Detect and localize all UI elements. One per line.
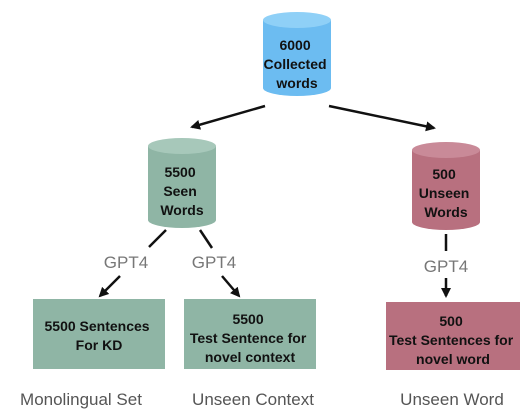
seen-to-gpt4-middle-line bbox=[198, 229, 214, 249]
seen-words-cylinder-body bbox=[148, 146, 216, 228]
gpt4-middle-to-novel-context-arrow bbox=[221, 275, 241, 298]
unseen-words-cylinder: 500 Unseen Words bbox=[412, 142, 480, 230]
gpt4-left-label: GPT4 bbox=[104, 253, 148, 272]
svg-text:6000 Collected wor: 6000 Collected words bbox=[264, 37, 331, 91]
collected-to-seen-arrow bbox=[190, 104, 266, 130]
svg-text:5500 Test Sentence for: 5500 Test Sentence for novel context bbox=[190, 311, 310, 365]
unseen-words-line-3: Words bbox=[424, 204, 468, 220]
seen-words-line-1: 5500 bbox=[164, 164, 195, 180]
novel-word-line-2: Test Sentences for bbox=[389, 332, 514, 348]
collected-words-cylinder-body bbox=[263, 20, 331, 96]
novel-context-line-2: Test Sentence for bbox=[190, 330, 307, 346]
monolingual-sentences-line-2: For KD bbox=[76, 337, 123, 353]
seen-to-gpt4-left-line bbox=[148, 229, 167, 248]
collected-words-line-3: words bbox=[275, 75, 317, 91]
seen-words-line-2: Seen bbox=[163, 183, 196, 199]
monolingual-sentences-line-1: 5500 Sentences bbox=[45, 318, 150, 334]
svg-text:500 Test Sentences for: 500 Test Sentences for novel word bbox=[389, 313, 517, 367]
novel-context-box-bg bbox=[184, 299, 316, 369]
monolingual-sentences-box-bg bbox=[33, 299, 165, 369]
unseen-words-cylinder-top bbox=[412, 142, 480, 158]
seen-words-cylinder: 5500 Seen Words bbox=[148, 138, 216, 228]
collected-words-line-2: Collected bbox=[264, 56, 327, 72]
novel-word-box-bg bbox=[386, 302, 520, 370]
collected-words-line-1: 6000 bbox=[279, 37, 310, 53]
novel-word-line-1: 500 bbox=[439, 313, 463, 329]
caption-monolingual-set: Monolingual Set bbox=[20, 390, 142, 409]
unseen-words-cylinder-body bbox=[412, 150, 480, 230]
svg-text:500 Unseen Words: 500 Unseen Words bbox=[419, 166, 473, 220]
caption-unseen-context: Unseen Context bbox=[192, 390, 314, 409]
svg-text:5500 Seen Words: 5500 Seen Words bbox=[160, 164, 204, 218]
gpt4-middle-label: GPT4 bbox=[192, 253, 236, 272]
seen-words-cylinder-top bbox=[148, 138, 216, 154]
collected-to-unseen-arrow bbox=[328, 104, 436, 132]
novel-context-box: 5500 Test Sentence for novel context bbox=[184, 299, 316, 369]
novel-word-box: 500 Test Sentences for novel word bbox=[386, 302, 520, 370]
seen-words-line-3: Words bbox=[160, 202, 204, 218]
novel-context-line-1: 5500 bbox=[232, 311, 263, 327]
monolingual-sentences-box: 5500 Sentences For KD bbox=[33, 299, 165, 369]
caption-unseen-word: Unseen Word bbox=[400, 390, 504, 409]
gpt4-right-label: GPT4 bbox=[424, 257, 468, 276]
collected-words-cylinder-top bbox=[263, 12, 331, 28]
novel-context-line-3: novel context bbox=[205, 349, 296, 365]
svg-text:5500 Sentences For KD: 5500 Sentences For KD bbox=[45, 318, 154, 353]
unseen-words-line-1: 500 bbox=[432, 166, 456, 182]
collected-words-cylinder: 6000 Collected words bbox=[263, 12, 331, 96]
gpt4-left-to-monolingual-arrow bbox=[98, 275, 121, 298]
unseen-words-line-2: Unseen bbox=[419, 185, 470, 201]
novel-word-line-3: novel word bbox=[416, 351, 490, 367]
